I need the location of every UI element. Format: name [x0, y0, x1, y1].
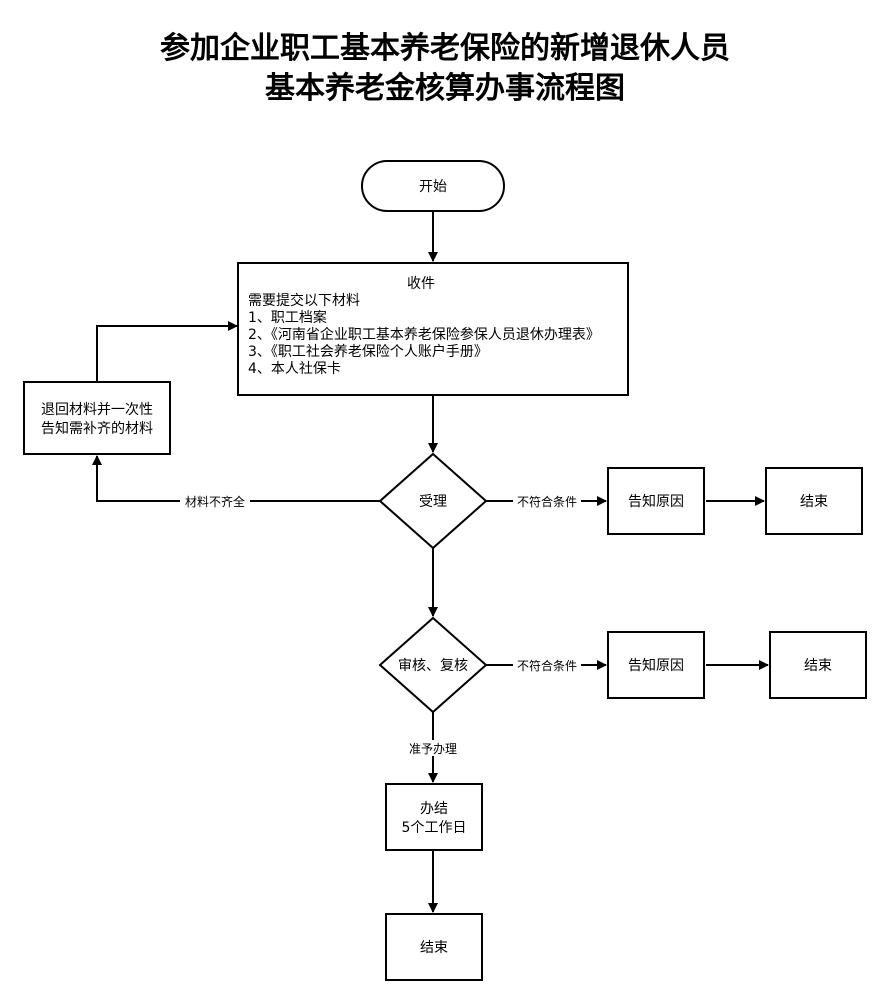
node-end-1-label: 结束: [800, 494, 828, 510]
node-start-label: 开始: [419, 179, 447, 195]
node-notify-1: [607, 467, 705, 535]
edge-label-not-eligible-1: 不符合条件: [517, 494, 577, 509]
edge-label-incomplete: 材料不齐全: [185, 494, 245, 509]
node-accept: [378, 452, 488, 550]
node-end-2: [769, 631, 867, 699]
edge-label-not-eligible-2: 不符合条件: [517, 658, 577, 673]
node-end-3: [385, 913, 483, 981]
node-notify-2-label: 告知原因: [628, 657, 684, 674]
node-accept-label: 受理: [419, 494, 447, 510]
node-end-2-label: 结束: [804, 658, 832, 674]
node-review-label: 审核、复核: [398, 657, 468, 674]
node-complete-line-2: 5个工作日: [402, 820, 467, 836]
node-return-line-2: 告知需补齐的材料: [41, 420, 153, 437]
node-end-3-label: 结束: [420, 940, 448, 956]
node-receive: [237, 262, 629, 396]
node-return-line-1: 退回材料并一次性: [41, 402, 153, 418]
node-complete: [385, 783, 483, 851]
node-return: [23, 381, 171, 455]
edge-label-approved: 准予办理: [409, 741, 457, 756]
node-notify-2: [607, 631, 705, 699]
node-receive-line-1: 需要提交以下材料: [248, 292, 360, 309]
node-start: [361, 160, 505, 212]
edge-accept-to-return: [92, 455, 380, 502]
node-receive-line-3: 2、《河南省企业职工基本养老保险参保人员退休办理表》: [248, 326, 600, 343]
node-review: [378, 616, 488, 714]
node-receive-line-2: 1、职工档案: [248, 309, 327, 326]
node-receive-title: 收件: [407, 276, 435, 292]
page-title-line-1: 参加企业职工基本养老保险的新增退休人员: [160, 31, 730, 66]
node-complete-line-1: 办结: [420, 801, 448, 817]
node-notify-1-label: 告知原因: [628, 493, 684, 510]
node-end-1: [765, 467, 863, 535]
node-receive-line-5: 4、本人社保卡: [248, 361, 341, 377]
node-receive-line-4: 3、《职工社会养老保险个人账户手册》: [248, 343, 488, 360]
page-title-line-2: 基本养老金核算办事流程图: [265, 71, 625, 106]
edge-return-to-receive: [96, 321, 238, 381]
